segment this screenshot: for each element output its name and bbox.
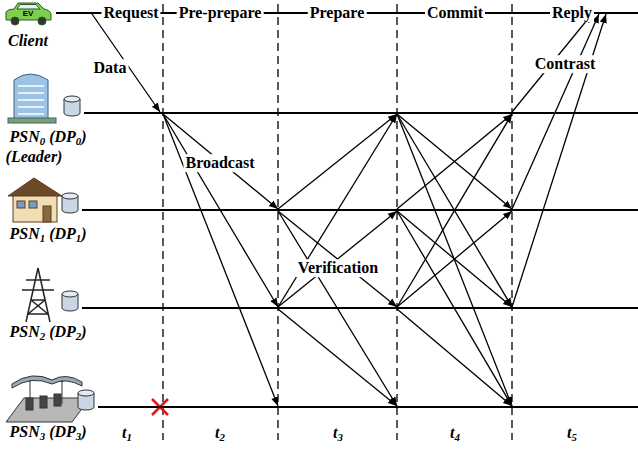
participant-lane: PSN0 (DP0)(Leader): [0, 112, 638, 114]
phase-divider: [163, 4, 512, 440]
phase-label: Request: [101, 4, 160, 22]
database-icon: [64, 96, 80, 116]
message-arrow: [397, 114, 512, 209]
house-icon: [8, 178, 62, 222]
phase-label: t3: [331, 424, 345, 442]
participant-lane: PSN2 (DP2): [0, 307, 638, 309]
participant-label: Client: [8, 32, 48, 50]
tower-icon: [22, 268, 54, 322]
phase-label: t5: [565, 424, 579, 442]
database-icon: [78, 390, 94, 410]
phase-label: Commit: [425, 4, 485, 22]
participant-lane: PSN1 (DP1): [0, 209, 638, 211]
lifeline: [98, 406, 638, 408]
participant-label: (Leader): [6, 148, 63, 166]
lifeline: [84, 112, 638, 114]
participant-lane: PSN3 (DP3): [0, 406, 638, 408]
phase-label: Broadcast: [183, 154, 256, 172]
message-arrow: [397, 114, 512, 209]
phase-label: t1: [120, 424, 134, 442]
phase-label: Pre-prepare: [177, 4, 264, 22]
participant-label: PSN3 (DP3): [9, 423, 86, 441]
message-arrow: [163, 114, 278, 406]
phase-label: t4: [448, 424, 462, 442]
message-arrow: [397, 211, 512, 307]
message-arrow: [278, 211, 397, 307]
phase-label: Contrast: [533, 55, 597, 73]
message-arrow: [278, 211, 397, 307]
message-arrow: [278, 309, 397, 406]
lifeline: [82, 307, 638, 309]
building-icon: [8, 74, 56, 123]
message-arrow: [397, 114, 512, 406]
message-arrow: [512, 14, 606, 307]
phase-label: Verification: [296, 259, 380, 277]
phase-label: Prepare: [308, 4, 367, 22]
lifeline: [82, 209, 638, 211]
charging-station-icon: [6, 376, 90, 422]
message-arrow: [278, 114, 397, 209]
participant-label: PSN1 (DP1): [9, 225, 86, 243]
message-arrow: [397, 309, 512, 406]
database-icon: [62, 193, 78, 213]
car-icon: [6, 3, 51, 25]
database-icon: [62, 291, 78, 311]
message-arrow: [163, 114, 278, 209]
message-arrow: [92, 14, 160, 112]
phase-label: t2: [213, 424, 227, 442]
message-arrow: [397, 211, 512, 307]
phase-label: EV: [23, 10, 34, 19]
phase-label: Reply: [550, 4, 594, 22]
participant-label: PSN2 (DP2): [9, 323, 86, 341]
phase-label: Data: [92, 59, 129, 77]
participant-label: PSN0 (DP0): [9, 128, 86, 146]
